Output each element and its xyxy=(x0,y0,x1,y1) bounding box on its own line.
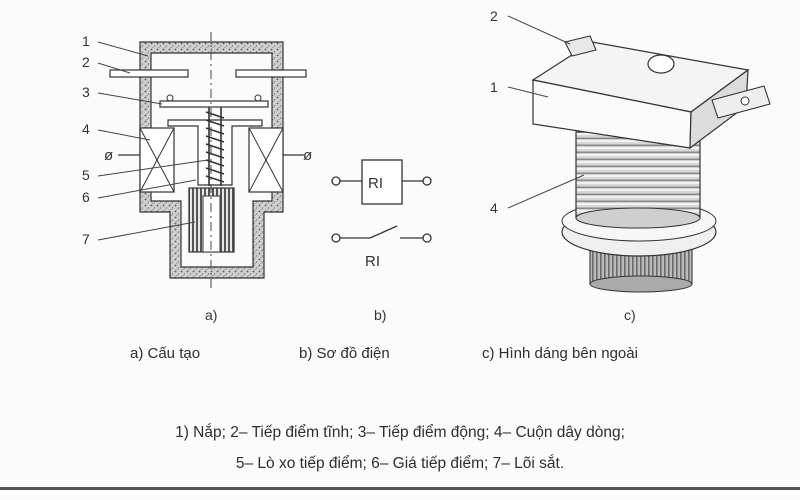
label-2: 2 xyxy=(82,54,90,70)
coil-symbol xyxy=(361,159,403,205)
relay-cross-section: ø ø 1 2 3 4 5 6 7 a) xyxy=(82,32,312,323)
caption-a: a) Cấu tạo xyxy=(130,345,200,362)
contact-holder xyxy=(167,119,263,186)
terminal-right-symbol: ø xyxy=(303,147,312,164)
contact-spring xyxy=(205,107,225,186)
top-terminal xyxy=(564,35,597,57)
bottom-rule xyxy=(0,487,800,490)
sublabel-c: c) xyxy=(624,307,636,323)
housing-cover xyxy=(139,41,284,279)
coil-symbol-label: RI xyxy=(368,175,383,192)
sublabel-a: a) xyxy=(205,307,217,323)
legend-line-2: 5– Lò xo tiếp điểm; 6– Giá tiếp điểm; 7–… xyxy=(235,455,565,472)
caption-b: b) Sơ đồ điện xyxy=(299,345,390,362)
label-3: 3 xyxy=(82,84,90,100)
leader-lines-a xyxy=(97,41,209,241)
sublabel-b: b) xyxy=(374,307,386,323)
leader-lines-c xyxy=(507,15,585,209)
terminal-left-symbol: ø xyxy=(104,147,113,164)
label-4: 4 xyxy=(82,121,90,137)
caption-c: c) Hình dáng bên ngoài xyxy=(482,345,638,362)
label-7: 7 xyxy=(82,231,90,247)
moving-contact xyxy=(159,100,269,108)
contact-symbol-label: RI xyxy=(365,253,380,270)
contact-symbol xyxy=(331,225,432,243)
label-c-4: 4 xyxy=(490,200,498,216)
label-c-1: 1 xyxy=(490,79,498,95)
cover-hole xyxy=(647,54,675,74)
label-1: 1 xyxy=(82,33,90,49)
label-c-2: 2 xyxy=(490,8,498,24)
static-contact-left xyxy=(109,69,189,78)
label-6: 6 xyxy=(82,189,90,205)
legend-line-1: 1) Nắp; 2– Tiếp điểm tĩnh; 3– Tiếp điểm … xyxy=(175,424,625,441)
relay-appearance: 2 1 4 c) xyxy=(490,8,771,323)
static-contact-right xyxy=(235,69,307,78)
relay-schematic: RI RI b) xyxy=(331,159,432,323)
coil-right xyxy=(248,127,284,193)
coil-left xyxy=(139,127,175,193)
label-5: 5 xyxy=(82,167,90,183)
